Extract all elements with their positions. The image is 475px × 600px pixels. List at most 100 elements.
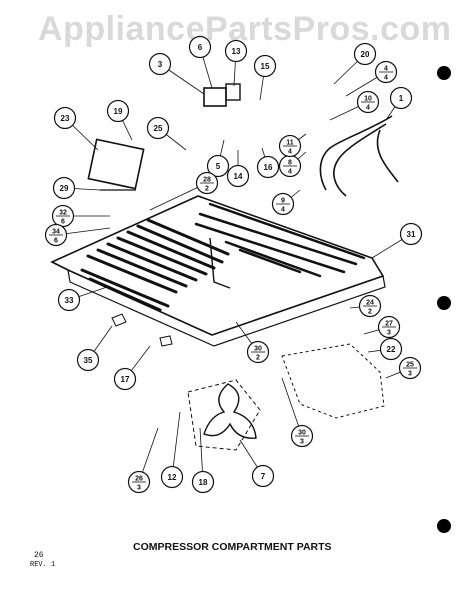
callout-number: 29 — [60, 184, 69, 193]
callout-c24: 242 — [358, 294, 382, 318]
callout-c29: 29 — [52, 176, 76, 200]
binder-hole-bottom — [437, 519, 451, 533]
callout-number: 5 — [216, 162, 221, 171]
callout-number: 10 — [364, 96, 372, 103]
callout-circle — [57, 288, 81, 312]
fan-shroud — [187, 379, 261, 451]
callout-number: 1 — [399, 94, 404, 103]
callout-c19: 19 — [106, 99, 130, 123]
callout-c8: 84 — [278, 154, 302, 178]
callout-c14: 14 — [226, 164, 250, 188]
callout-circle — [251, 464, 275, 488]
callout-c25a: 25 — [146, 116, 170, 140]
callout-circle — [206, 154, 230, 178]
callout-quantity: 3 — [137, 485, 141, 492]
callout-quantity: 4 — [366, 105, 370, 112]
callout-number: 32 — [59, 210, 67, 217]
callout-number: 7 — [261, 472, 266, 481]
callout-c32: 326 — [51, 204, 75, 228]
callout-number: 14 — [234, 172, 243, 181]
callout-number: 8 — [288, 160, 292, 167]
callout-circle — [53, 106, 77, 130]
callout-circle — [76, 348, 100, 372]
callout-c33: 33 — [57, 288, 81, 312]
diagram-caption: COMPRESSOR COMPARTMENT PARTS — [133, 541, 332, 553]
callout-quantity: 4 — [288, 169, 292, 176]
revision-label: REV. 1 — [30, 561, 56, 569]
callout-c6: 6 — [188, 35, 212, 59]
callout-circle — [188, 35, 212, 59]
condenser-coil — [80, 218, 230, 312]
callout-circle — [52, 176, 76, 200]
callout-quantity: 2 — [256, 355, 260, 362]
callout-number: 23 — [61, 114, 70, 123]
callout-number: 3 — [158, 60, 163, 69]
callout-c35: 35 — [76, 348, 100, 372]
callout-circle — [256, 155, 280, 179]
callout-quantity: 4 — [384, 75, 388, 82]
pan-divider — [209, 237, 231, 289]
callout-number: 20 — [361, 50, 370, 59]
callout-number: 26 — [135, 476, 143, 483]
callout-c11: 114 — [278, 134, 302, 158]
binder-hole-top — [437, 66, 451, 80]
callout-number: 11 — [286, 140, 294, 147]
callout-number: 4 — [384, 66, 388, 73]
callout-number: 27 — [385, 321, 393, 328]
callout-number: 25 — [406, 362, 414, 369]
compressor-bracket — [281, 343, 385, 419]
callout-number: 16 — [264, 163, 273, 172]
base-pan-edge — [67, 269, 386, 347]
callout-c28: 282 — [195, 171, 219, 195]
callout-c12: 12 — [160, 465, 184, 489]
callout-c31: 31 — [399, 222, 423, 246]
callout-circle — [224, 39, 248, 63]
callout-c7: 7 — [251, 464, 275, 488]
wiring-harness — [319, 115, 399, 197]
grommet-part — [159, 335, 173, 347]
callout-quantity: 2 — [368, 309, 372, 316]
base-pan — [50, 195, 385, 336]
callout-number: 25 — [154, 124, 163, 133]
callout-number: 18 — [199, 478, 208, 487]
callout-circle — [379, 337, 403, 361]
callout-quantity: 2 — [205, 186, 209, 193]
callout-number: 17 — [121, 375, 130, 384]
callout-number: 34 — [52, 229, 60, 236]
callout-number: 31 — [407, 230, 416, 239]
callout-circle — [160, 465, 184, 489]
callout-number: 33 — [65, 296, 74, 305]
callout-c20: 20 — [353, 42, 377, 66]
callout-quantity: 4 — [281, 207, 285, 214]
callout-circle — [146, 116, 170, 140]
fan-blade — [203, 383, 257, 439]
callout-circle — [226, 164, 250, 188]
mounting-plate — [87, 138, 145, 190]
callout-number: 15 — [261, 62, 270, 71]
callout-number: 9 — [281, 198, 285, 205]
callout-number: 30 — [254, 346, 262, 353]
callout-c15: 15 — [253, 54, 277, 78]
callout-circle — [399, 222, 423, 246]
callout-c30b: 303 — [290, 424, 314, 448]
callout-circle — [389, 86, 413, 110]
callout-c26: 263 — [127, 470, 151, 494]
callout-c25b: 253 — [398, 356, 422, 380]
drip-tray-channels — [194, 202, 366, 278]
overload-protector — [225, 83, 241, 101]
callout-number: 19 — [114, 107, 123, 116]
callout-c23: 23 — [53, 106, 77, 130]
callout-c30a: 302 — [246, 340, 270, 364]
callout-c13: 13 — [224, 39, 248, 63]
callout-c1: 1 — [389, 86, 413, 110]
callout-quantity: 3 — [300, 439, 304, 446]
callout-number: 35 — [84, 356, 93, 365]
callout-number: 24 — [366, 300, 374, 307]
callout-number: 30 — [298, 430, 306, 437]
callout-c4: 44 — [374, 60, 398, 84]
callout-number: 12 — [168, 473, 177, 482]
callout-quantity: 3 — [387, 330, 391, 337]
